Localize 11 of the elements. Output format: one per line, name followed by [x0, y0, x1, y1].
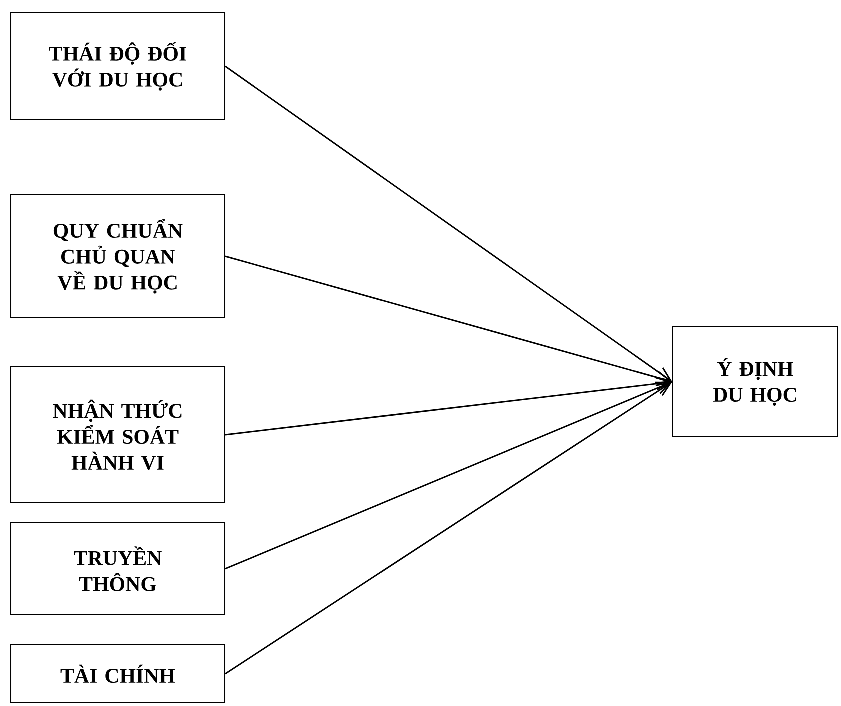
concept-box: Ý ĐỊNH DU HỌC: [672, 326, 838, 438]
arrow: [225, 377, 672, 436]
concept-box: TRUYỀN THÔNG: [10, 522, 226, 616]
concept-box: QUY CHUẨN CHỦ QUAN VỀ DU HỌC: [10, 194, 226, 318]
concept-box: NHẬN THỨC KIỂM SOÁT HÀNH VI: [10, 366, 226, 504]
arrow: [225, 382, 672, 675]
arrow: [225, 66, 672, 382]
arrow: [225, 382, 672, 570]
arrow: [225, 256, 672, 384]
concept-box: THÁI ĐỘ ĐỐI VỚI DU HỌC: [10, 12, 226, 120]
concept-box: TÀI CHÍNH: [10, 644, 226, 704]
